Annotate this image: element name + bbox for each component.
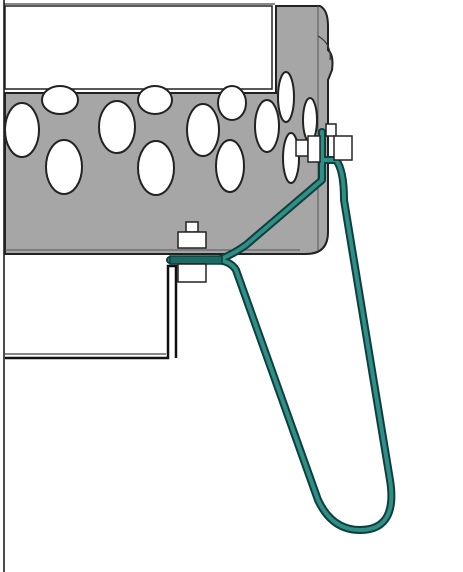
lower-bolt	[169, 221, 223, 283]
hole	[41, 85, 79, 115]
nut-icon	[177, 231, 207, 249]
perforated-plate	[4, 5, 334, 255]
hole	[282, 132, 300, 184]
support-frame	[5, 264, 178, 360]
hole	[45, 139, 83, 195]
bolt-icon	[185, 221, 199, 233]
hole	[137, 85, 173, 115]
hole	[217, 85, 247, 121]
bolt-icon	[325, 123, 337, 137]
nut-icon	[177, 263, 207, 283]
plate-holes	[4, 71, 318, 196]
nut-icon	[307, 135, 321, 163]
hole	[215, 139, 245, 193]
hole	[277, 71, 295, 123]
hole	[4, 102, 40, 158]
plate-flange-curve	[317, 35, 331, 61]
washer-icon	[295, 139, 309, 157]
hole	[137, 140, 175, 196]
hole	[186, 103, 220, 157]
nut-icon	[333, 135, 353, 161]
plate-window	[4, 5, 273, 90]
upper-bolt	[295, 123, 353, 163]
hole	[254, 99, 280, 153]
washer-icon	[169, 255, 223, 265]
hole	[98, 100, 136, 154]
